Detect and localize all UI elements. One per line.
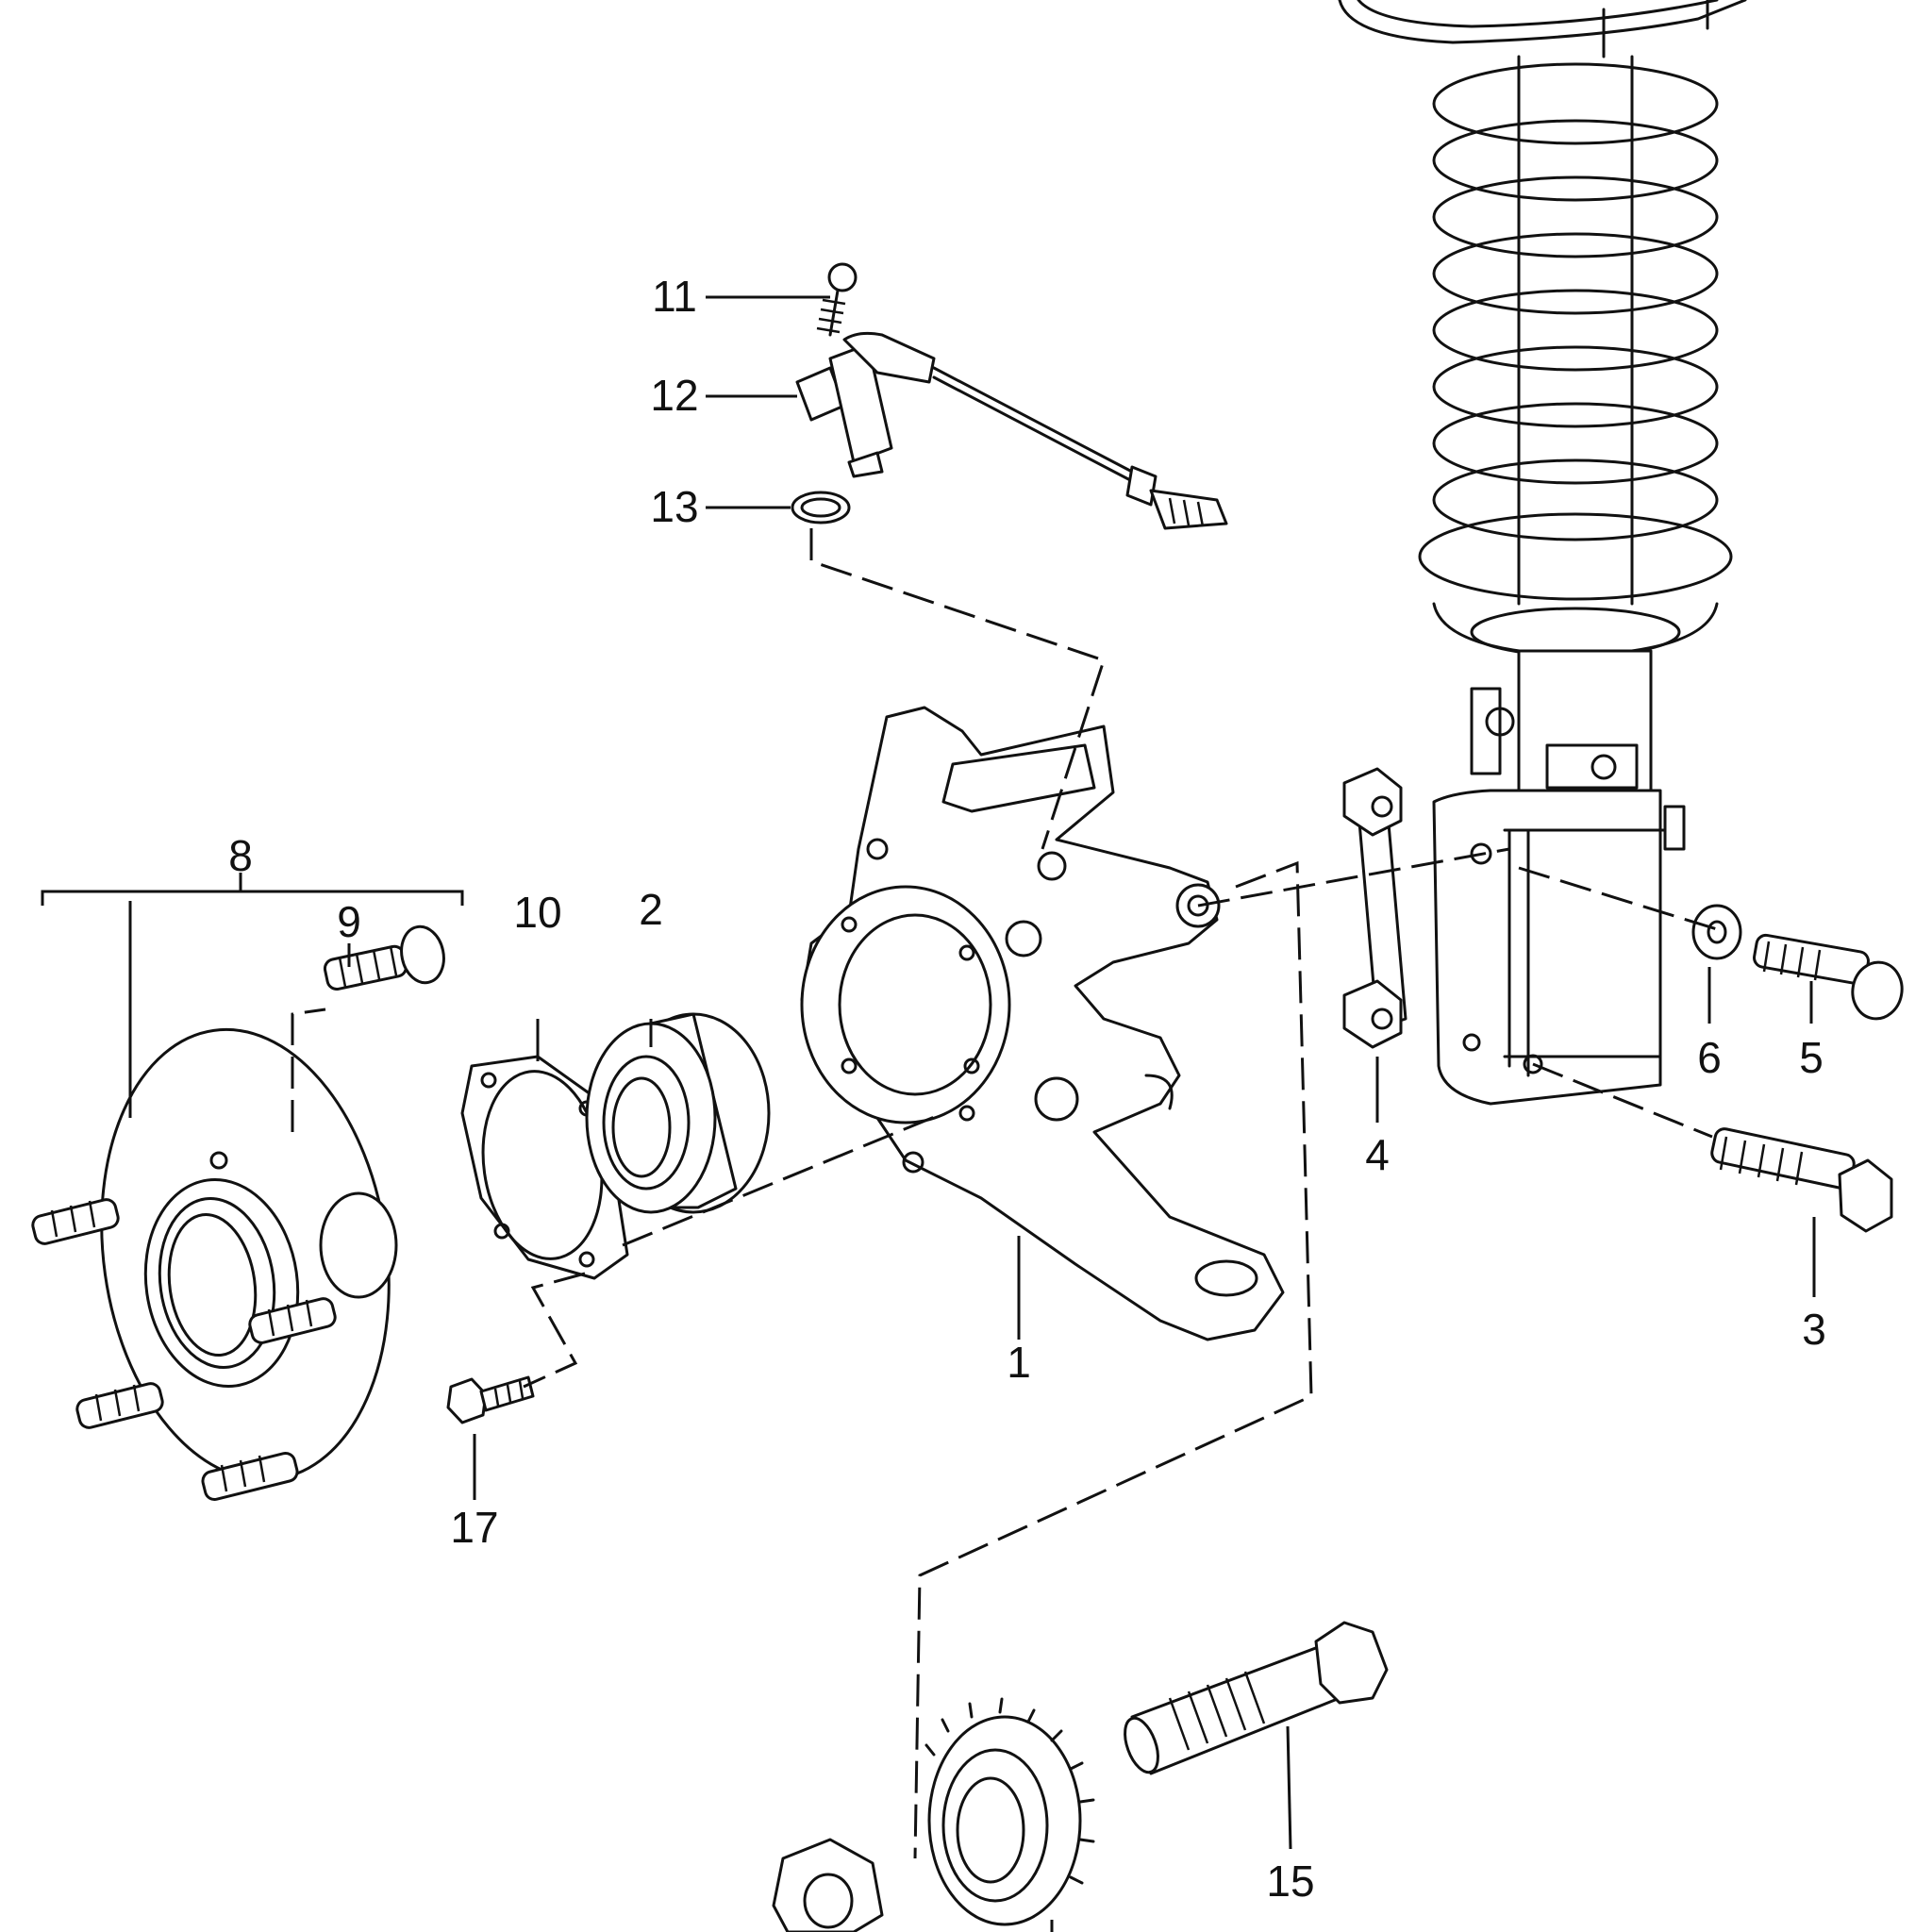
o-ring-13 — [791, 491, 851, 525]
bolt-3 — [1710, 1127, 1893, 1233]
callout-17: 17 — [450, 1503, 498, 1552]
speed-sensor-12 — [795, 331, 1228, 530]
callout-6: 6 — [1697, 1033, 1722, 1082]
callout-15: 15 — [1266, 1857, 1314, 1906]
assembly-line — [1197, 847, 1510, 908]
bolt-5 — [1753, 933, 1904, 1021]
callout-2: 2 — [639, 885, 663, 934]
callout-9: 9 — [337, 897, 361, 946]
assembly-line — [1518, 866, 1718, 931]
strut-spring-assembly — [1338, 0, 1747, 1106]
hub-stud — [201, 1451, 299, 1502]
callout-10: 10 — [513, 888, 561, 937]
sensor-bolt-11 — [816, 262, 858, 337]
hub-stud — [75, 1382, 164, 1429]
assembly-line — [1532, 1062, 1713, 1139]
steering-knuckle-1 — [800, 706, 1285, 1341]
callout-1: 1 — [1007, 1338, 1031, 1387]
callout-4: 4 — [1365, 1130, 1390, 1179]
callout-5: 5 — [1799, 1033, 1824, 1082]
wheel-hub-8 — [31, 1027, 398, 1502]
callout-13: 13 — [650, 482, 698, 531]
callout-8: 8 — [228, 831, 253, 880]
bolt-17 — [446, 1375, 535, 1424]
assembly-line — [291, 1008, 326, 1132]
hex-nut — [772, 1838, 884, 1932]
assembly-line — [523, 1272, 586, 1389]
coil-spring — [1418, 55, 1733, 606]
assembly-line — [622, 1111, 944, 1247]
callout-11: 11 — [652, 272, 697, 321]
washer-6 — [1691, 904, 1742, 960]
wheel-stud-9 — [323, 924, 445, 991]
sensor-ring — [924, 1697, 1095, 1926]
bolt-15 — [1124, 1621, 1389, 1775]
wheel-bearing-2 — [585, 1012, 771, 1214]
assembly-line — [809, 528, 1106, 850]
leader-lines — [41, 295, 1816, 1932]
stabilizer-link-4 — [1342, 767, 1407, 1049]
hub-stud — [248, 1297, 337, 1344]
callout-12: 12 — [650, 371, 698, 420]
assembly-line — [913, 860, 1313, 1859]
hub-stud — [31, 1198, 120, 1245]
callout-3: 3 — [1802, 1305, 1826, 1354]
